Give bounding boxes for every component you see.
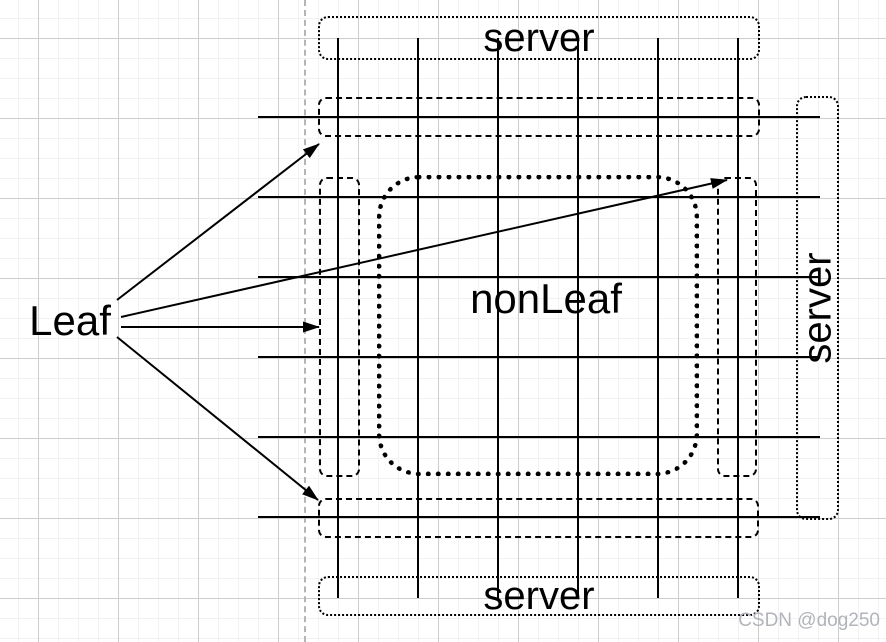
mesh-vertical-line-4	[577, 38, 579, 598]
server-top-label: server	[483, 16, 595, 60]
mesh-vertical-line-5	[657, 38, 659, 598]
watermark: CSDN @dog250	[738, 610, 880, 631]
mesh-vertical-line-2	[417, 38, 419, 598]
page-divider-line	[304, 0, 306, 642]
arrow-leaf-to-bottom-strip	[116, 336, 319, 501]
mesh-vertical-line-6	[737, 38, 739, 598]
mesh-horizontal-line-5	[258, 436, 820, 438]
leaf-column-left	[319, 177, 360, 477]
server-box-bottom: server	[318, 576, 760, 616]
nonleaf-box	[377, 175, 699, 476]
leaf-strip-top	[318, 97, 760, 137]
mesh-horizontal-line-4	[258, 356, 820, 358]
leaf-column-right	[717, 177, 757, 477]
server-box-top: server	[318, 16, 760, 60]
mesh-horizontal-line-1	[258, 116, 820, 118]
server-bottom-label: server	[483, 574, 595, 618]
mesh-vertical-line-3	[497, 38, 499, 598]
mesh-horizontal-line-6	[258, 516, 820, 518]
leaf-strip-bottom	[318, 498, 759, 538]
mesh-vertical-line-1	[337, 38, 339, 598]
leaf-label: Leaf	[29, 297, 111, 344]
server-right-label: server	[795, 252, 840, 364]
nonleaf-label: nonLeaf	[470, 275, 622, 322]
server-box-right: server	[795, 96, 840, 520]
